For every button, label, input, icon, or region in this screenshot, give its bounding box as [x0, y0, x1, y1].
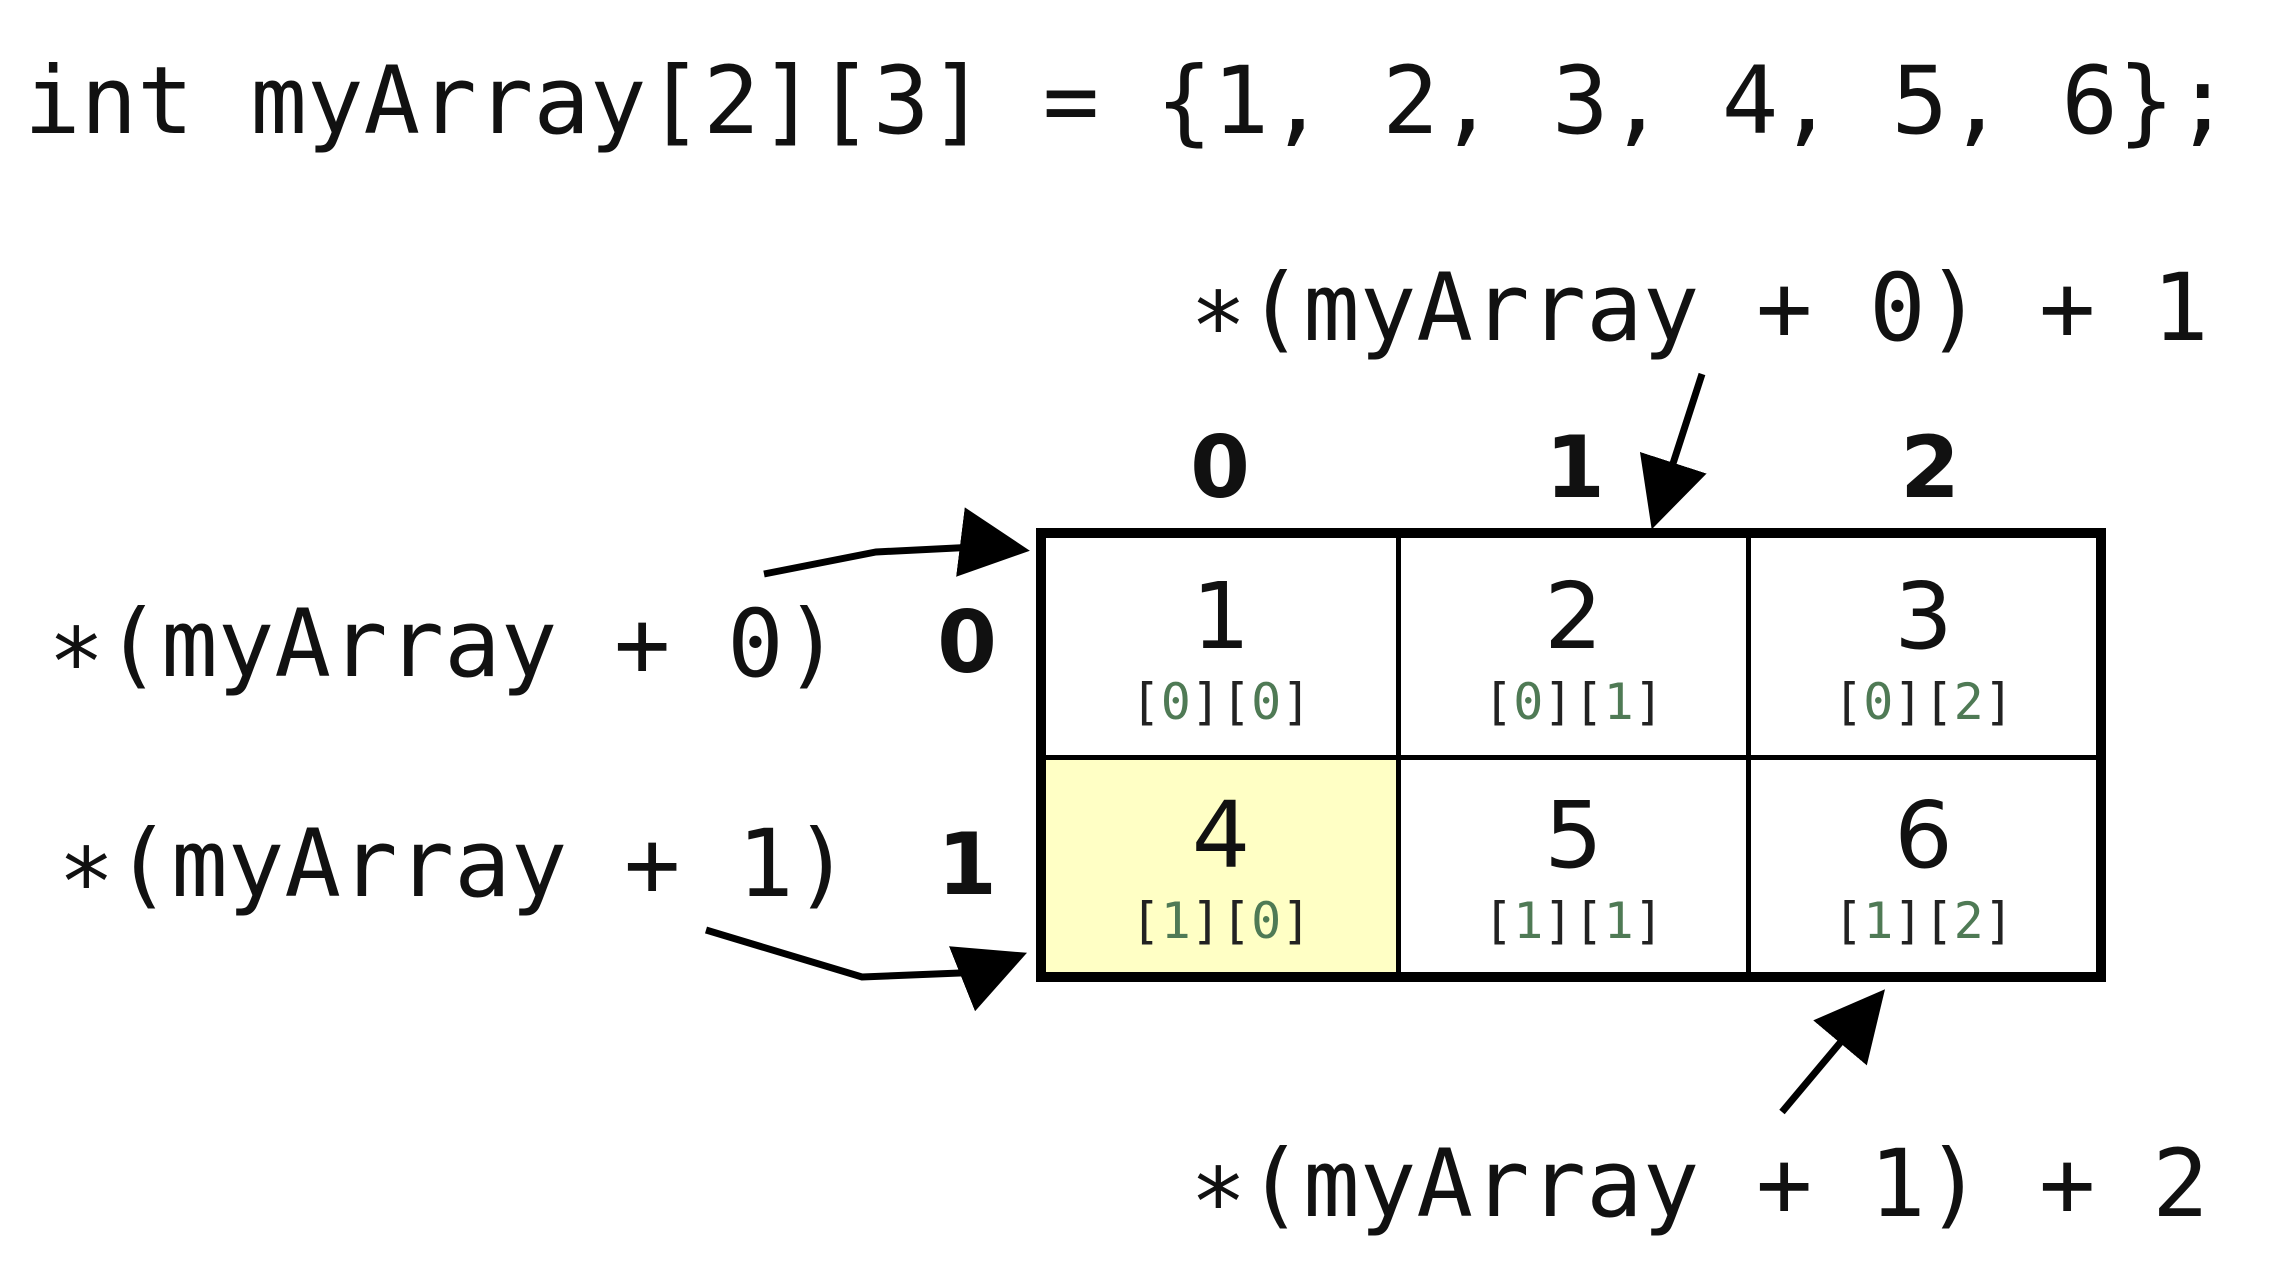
cell-col-subscript: 0: [1251, 672, 1282, 731]
arrow-to-row-0: [763, 507, 1030, 578]
array-cell-0-2: 3 [0][2]: [1746, 538, 2096, 755]
cell-row-subscript: 0: [1513, 672, 1544, 731]
cell-index-label: [0][0]: [1130, 672, 1312, 731]
cell-row-subscript: 0: [1160, 672, 1191, 731]
array-cell-0-1: 2 [0][1]: [1396, 538, 1746, 755]
array-cell-1-0-highlighted: 4 [1][0]: [1046, 755, 1396, 972]
cell-col-subscript: 2: [1953, 892, 1984, 950]
cell-index-label: [1][2]: [1833, 892, 2014, 950]
cell-index-label: [0][1]: [1483, 672, 1664, 731]
pointer-label-row1-col2: ∗(myArray + 1) + 2: [1190, 1130, 2209, 1239]
pointer-label-row1: ∗(myArray + 1): [58, 810, 851, 919]
row-index-1: 1: [937, 815, 997, 915]
pointer-label-row0: ∗(myArray + 0): [48, 590, 841, 699]
cell-value: 5: [1544, 782, 1603, 889]
row-index-0: 0: [937, 593, 997, 693]
arrow-to-cell-1-2: [1779, 989, 1886, 1115]
cell-value: 6: [1894, 782, 1953, 889]
cell-row-subscript: 1: [1513, 892, 1544, 950]
column-index-1: 1: [1545, 418, 1605, 518]
cell-col-subscript: 1: [1603, 892, 1634, 950]
cell-value: 3: [1894, 562, 1953, 670]
cell-row-subscript: 0: [1863, 672, 1894, 731]
cell-col-subscript: 2: [1953, 672, 1984, 731]
arrow-to-cell-0-1: [1639, 372, 1707, 530]
column-index-2: 2: [1900, 418, 1960, 518]
column-index-0: 0: [1190, 418, 1250, 518]
cell-row-subscript: 1: [1863, 892, 1894, 950]
cell-value: 2: [1544, 562, 1603, 670]
cell-col-subscript: 0: [1251, 892, 1282, 950]
array-grid: 1 [0][0] 2 [0][1] 3 [0][2] 4 [1][0] 5 [1…: [1036, 528, 2106, 982]
cell-index-label: [1][1]: [1483, 892, 1664, 950]
cell-index-label: [0][2]: [1833, 672, 2014, 731]
pointer-label-row0-col1: ∗(myArray + 0) + 1: [1190, 254, 2209, 363]
cell-index-label: [1][0]: [1130, 892, 1312, 950]
array-cell-0-0: 1 [0][0]: [1046, 538, 1396, 755]
cell-row-subscript: 1: [1160, 892, 1191, 950]
arrow-to-row-1: [704, 926, 1027, 1012]
array-cell-1-2: 6 [1][2]: [1746, 755, 2096, 972]
cell-col-subscript: 1: [1603, 672, 1634, 731]
array-cell-1-1: 5 [1][1]: [1396, 755, 1746, 972]
array-declaration: int myArray[2][3] = {1, 2, 3, 4, 5, 6};: [24, 47, 2232, 156]
cell-value: 4: [1191, 782, 1251, 889]
cell-value: 1: [1191, 562, 1251, 670]
